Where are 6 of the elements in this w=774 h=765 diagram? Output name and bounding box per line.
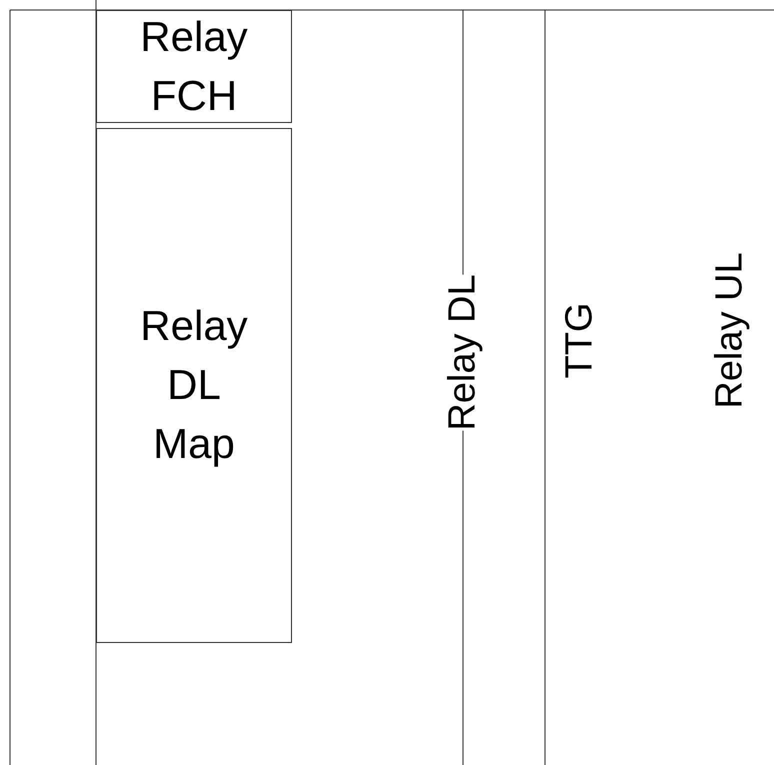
dl-map-zone-box: [96, 128, 292, 643]
vertical-gap-label: TTG: [558, 302, 602, 378]
zone-label: Relay FCH: [139, 12, 249, 120]
vertical-zone-label: Relay UL: [708, 252, 752, 408]
zone-label: Relay DL Map: [139, 301, 249, 469]
fch-zone-box: [96, 10, 292, 123]
